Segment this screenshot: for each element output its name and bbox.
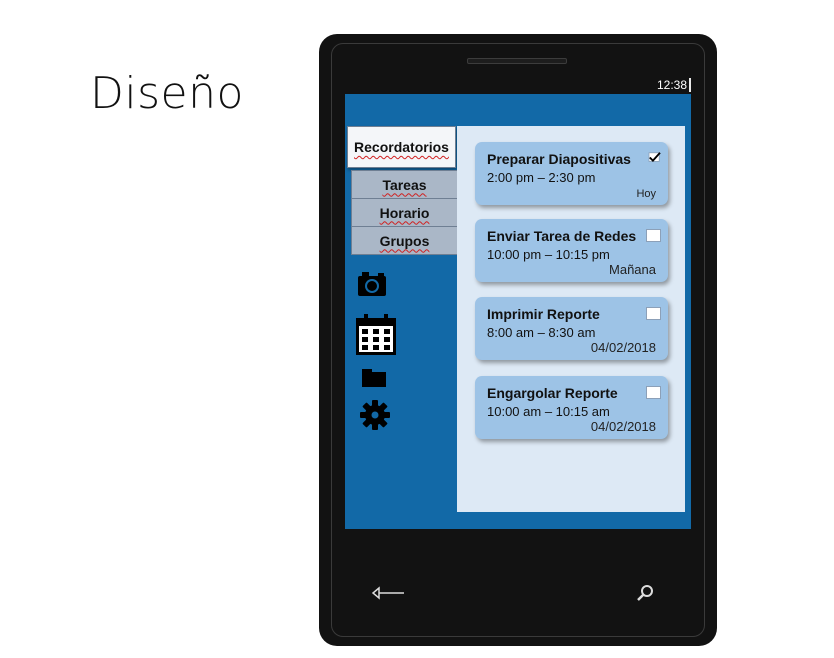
phone-frame: 12:38 Recordatorios Tareas Horario Grupo…	[319, 34, 717, 646]
reminder-card[interactable]: Enviar Tarea de Redes 10:00 pm – 10:15 p…	[475, 219, 668, 282]
reminder-checkbox[interactable]	[646, 307, 661, 320]
reminder-title: Preparar Diapositivas	[487, 151, 631, 167]
reminder-checkbox[interactable]	[646, 229, 661, 242]
reminder-title: Enviar Tarea de Redes	[487, 228, 637, 244]
tab-tareas[interactable]: Tareas	[351, 170, 458, 199]
slide-title: Diseño	[90, 68, 244, 119]
reminder-date: 04/02/2018	[590, 340, 656, 355]
tab-grupos[interactable]: Grupos	[351, 226, 458, 255]
tab-horario[interactable]: Horario	[351, 198, 458, 227]
folder-icon[interactable]	[361, 368, 387, 388]
gear-icon[interactable]	[359, 399, 391, 431]
back-arrow-icon[interactable]	[371, 586, 405, 600]
status-time: 12:38	[657, 78, 688, 92]
app-screen: Recordatorios Tareas Horario Grupos	[345, 94, 691, 529]
reminder-title: Engargolar Reporte	[487, 385, 618, 401]
reminder-time: 2:00 pm – 2:30 pm	[487, 170, 596, 185]
reminder-time: 10:00 am – 10:15 am	[487, 404, 610, 419]
reminder-date: Hoy	[636, 188, 656, 200]
reminder-title: Imprimir Reporte	[487, 306, 600, 322]
check-icon[interactable]	[648, 152, 661, 163]
reminder-card[interactable]: Preparar Diapositivas 2:00 pm – 2:30 pm …	[475, 142, 668, 205]
tab-recordatorios[interactable]: Recordatorios	[347, 126, 456, 168]
status-indicator	[689, 78, 691, 92]
phone-speaker	[467, 58, 567, 64]
search-icon[interactable]	[637, 584, 655, 602]
calendar-icon[interactable]	[355, 314, 397, 356]
reminder-time: 10:00 pm – 10:15 pm	[487, 247, 610, 262]
phone-bezel	[331, 43, 705, 637]
reminder-card[interactable]: Engargolar Reporte 10:00 am – 10:15 am 0…	[475, 376, 668, 439]
reminder-date: 04/02/2018	[590, 419, 656, 434]
reminder-date: Mañana	[609, 262, 656, 277]
reminder-time: 8:00 am – 8:30 am	[487, 325, 596, 340]
reminder-card[interactable]: Imprimir Reporte 8:00 am – 8:30 am 04/02…	[475, 297, 668, 360]
reminder-checkbox[interactable]	[646, 386, 661, 399]
camera-icon[interactable]	[357, 271, 387, 297]
reminders-panel: Preparar Diapositivas 2:00 pm – 2:30 pm …	[457, 126, 685, 512]
